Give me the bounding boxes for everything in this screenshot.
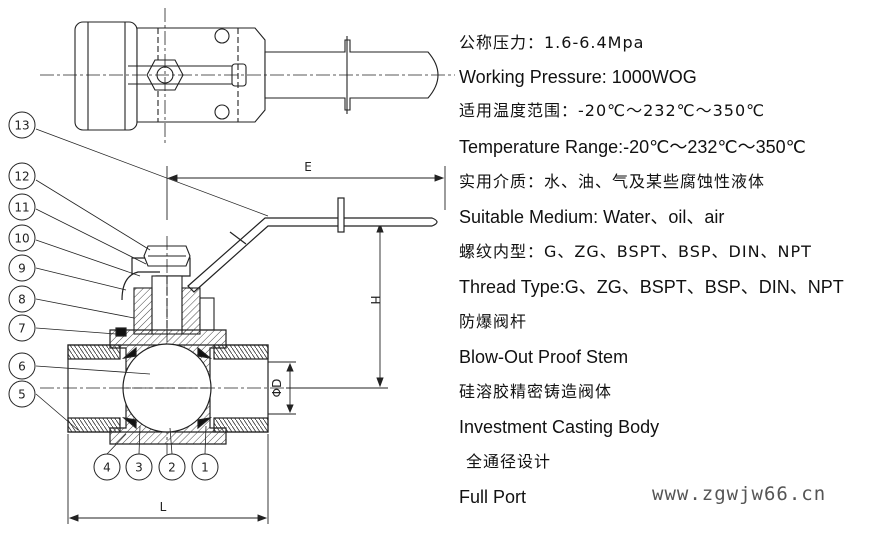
callout-5-label: 5 [18,388,26,402]
top-view [40,8,455,146]
stem-assembly [133,236,215,470]
dimension-phi-d [268,361,296,415]
dimension-h-label: H [368,295,382,304]
callout-3-label: 3 [135,461,143,475]
investment-casting-cn: 硅溶胶精密铸造阀体 [459,382,613,401]
callout-7-label: 7 [18,322,26,336]
callout-12: 12 [8,162,36,190]
callout-4: 4 [93,453,121,481]
callout-10: 10 [8,224,36,252]
suitable-medium-en: Suitable Medium: Water、oil、air [459,207,725,227]
callout-11-label: 11 [14,201,29,215]
callout-2-label: 2 [168,461,176,475]
blow-out-proof-stem-cn: 防爆阀杆 [459,312,528,331]
dimension-h [286,221,432,389]
callout-2: 2 [158,453,186,481]
temperature-range-en: Temperature Range:-20℃～232℃～350℃ [459,137,806,157]
thread-type-en: Thread Type:G、ZG、BSPT、BSP、DIN、NPT [459,277,844,297]
dimension-e [166,166,446,220]
investment-casting-en: Investment Casting Body [459,417,660,437]
callout-6: 6 [8,352,36,380]
dimension-l-label: L [160,500,167,514]
valve-technical-drawing: E H [8,8,455,524]
nominal-pressure-cn: 公称压力：1.6-6.4Mpa [459,33,645,52]
callout-5: 5 [8,380,36,408]
dimension-phi-d-label: ΦD [270,379,284,398]
callout-13-label: 13 [14,119,29,133]
callout-9: 9 [8,254,36,282]
callout-11: 11 [8,193,36,221]
suitable-medium-cn: 实用介质：水、油、气及某些腐蚀性液体 [459,172,766,191]
full-port-cn: 全通径设计 [466,452,552,471]
callout-leaders [35,128,269,455]
callout-6-label: 6 [18,360,26,374]
callout-1: 1 [191,453,219,481]
blow-out-proof-stem-en: Blow-Out Proof Stem [459,347,629,367]
callout-1-label: 1 [201,461,209,475]
callout-3: 3 [125,453,153,481]
callout-12-label: 12 [14,170,29,184]
callout-8: 8 [8,285,36,313]
callout-7: 7 [8,314,36,342]
callout-8-label: 8 [18,293,26,307]
callout-4-label: 4 [103,461,111,475]
working-pressure-en: Working Pressure: 1000WOG [459,67,697,87]
valve-body [40,327,300,445]
dimension-e-label: E [304,160,312,174]
full-port-en: Full Port [459,487,527,507]
website-watermark: www.zgwjw66.cn [652,483,827,505]
callout-9-label: 9 [18,262,26,276]
callout-10-label: 10 [14,232,29,246]
dimension-l [67,434,269,524]
thread-type-cn: 螺纹内型：G、ZG、BSPT、BSP、DIN、NPT [459,242,812,261]
callout-13: 13 [8,111,36,139]
temperature-range-cn: 适用温度范围：-20℃～232℃～350℃ [459,101,766,120]
